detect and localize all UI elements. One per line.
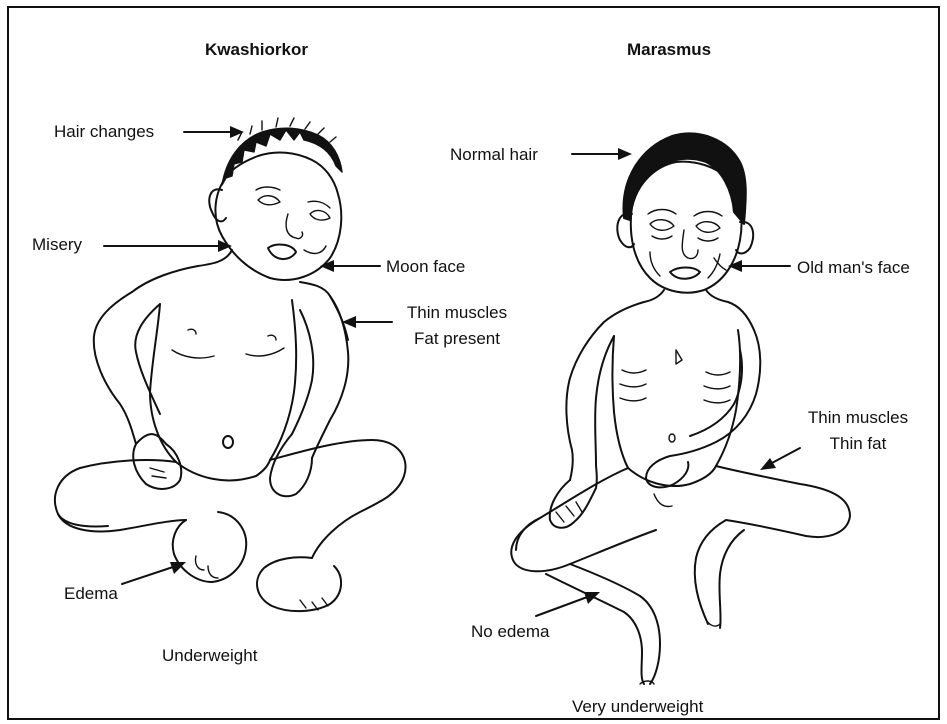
label-very-underweight: Very underweight: [572, 697, 703, 717]
label-moon-face: Moon face: [386, 257, 465, 277]
label-old-mans-face: Old man's face: [797, 258, 910, 278]
label-no-edema: No edema: [471, 622, 549, 642]
label-normal-hair: Normal hair: [450, 145, 538, 165]
label-thin-muscles-right: Thin muscles: [790, 408, 926, 428]
label-underweight: Underweight: [162, 646, 257, 666]
label-thin-fat: Thin fat: [790, 434, 926, 454]
label-hair-changes: Hair changes: [54, 122, 154, 142]
marasmus-title: Marasmus: [627, 40, 711, 60]
kwashiorkor-head: [215, 153, 341, 280]
kwashiorkor-title: Kwashiorkor: [205, 40, 308, 60]
label-edema: Edema: [64, 584, 118, 604]
label-thin-muscles-left: Thin muscles: [392, 303, 522, 323]
label-misery: Misery: [32, 235, 82, 255]
label-fat-present: Fat present: [392, 329, 522, 349]
kwashiorkor-child-figure: [55, 118, 406, 611]
